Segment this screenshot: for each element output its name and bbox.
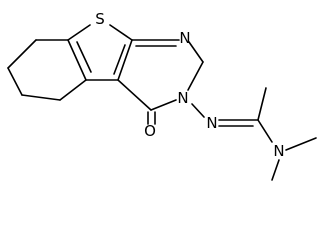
bond-c2-n3 [187, 61, 204, 91]
bond-c6-c5 [21, 94, 61, 101]
bond-c5-c4b [59, 79, 87, 101]
bond-camidine-methyl [257, 87, 267, 121]
thiophene-ring [67, 24, 133, 81]
atom-oxygen: O [144, 122, 156, 140]
bond-namine-methyl-right [285, 137, 317, 151]
bond-c8a-s [67, 24, 91, 41]
bond-n1-c2 [188, 41, 204, 63]
atom-n-pyrimidine-ring: N [177, 89, 188, 107]
pyrimidinone-ring [117, 39, 204, 111]
atom-n-dimethylamino: N [273, 142, 284, 160]
bond-namine-methyl-down [271, 159, 280, 181]
bond-c4b-c8a-double [76, 41, 92, 73]
bond-s-c7a [109, 24, 133, 41]
bond-c7a-c4a-double [113, 44, 126, 75]
bond-n3-c4 [150, 99, 177, 111]
atom-n-imine: N [206, 114, 217, 132]
cyclohexene-ring [7, 39, 87, 101]
bond-c4b-c8a [67, 39, 87, 81]
bond-camidine-namine [257, 119, 273, 143]
bond-c7-c6 [7, 67, 23, 96]
atom-n-pyrimidine-top: N [179, 29, 190, 47]
carbonyl-group [147, 111, 156, 125]
bond-c7a-c4a [117, 39, 133, 81]
atom-labels: S N N O N N [95, 10, 284, 160]
bond-c8-c7 [7, 39, 37, 69]
bond-n3-nimine [191, 103, 205, 118]
atom-sulfur: S [95, 10, 105, 28]
amidine-side-chain [191, 87, 317, 181]
bond-c4-c4a [117, 79, 152, 111]
chemical-structure-diagram: S N N O N N [7, 10, 317, 181]
